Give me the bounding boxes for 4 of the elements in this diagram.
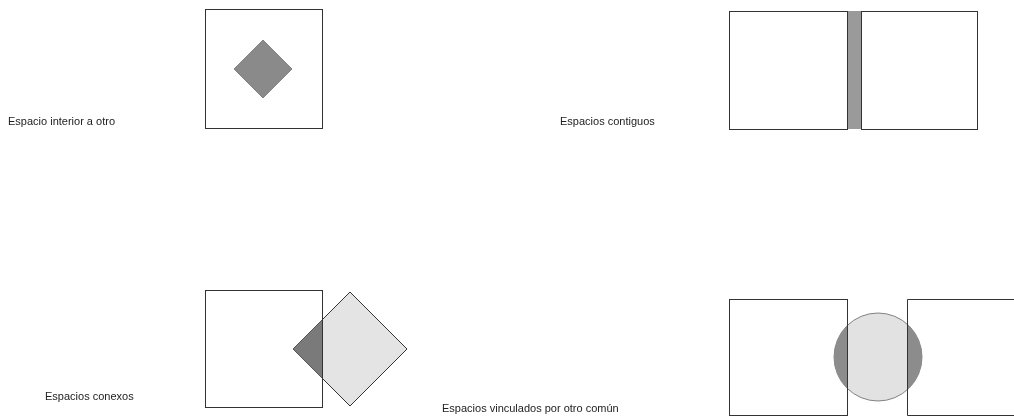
caption-text: Espacios contiguos (560, 115, 655, 128)
caption-text: Espacio interior a otro (8, 115, 115, 128)
caption-text: Espacios conexos (45, 390, 134, 403)
caption-text: Espacios vinculados por otro común (442, 402, 619, 415)
